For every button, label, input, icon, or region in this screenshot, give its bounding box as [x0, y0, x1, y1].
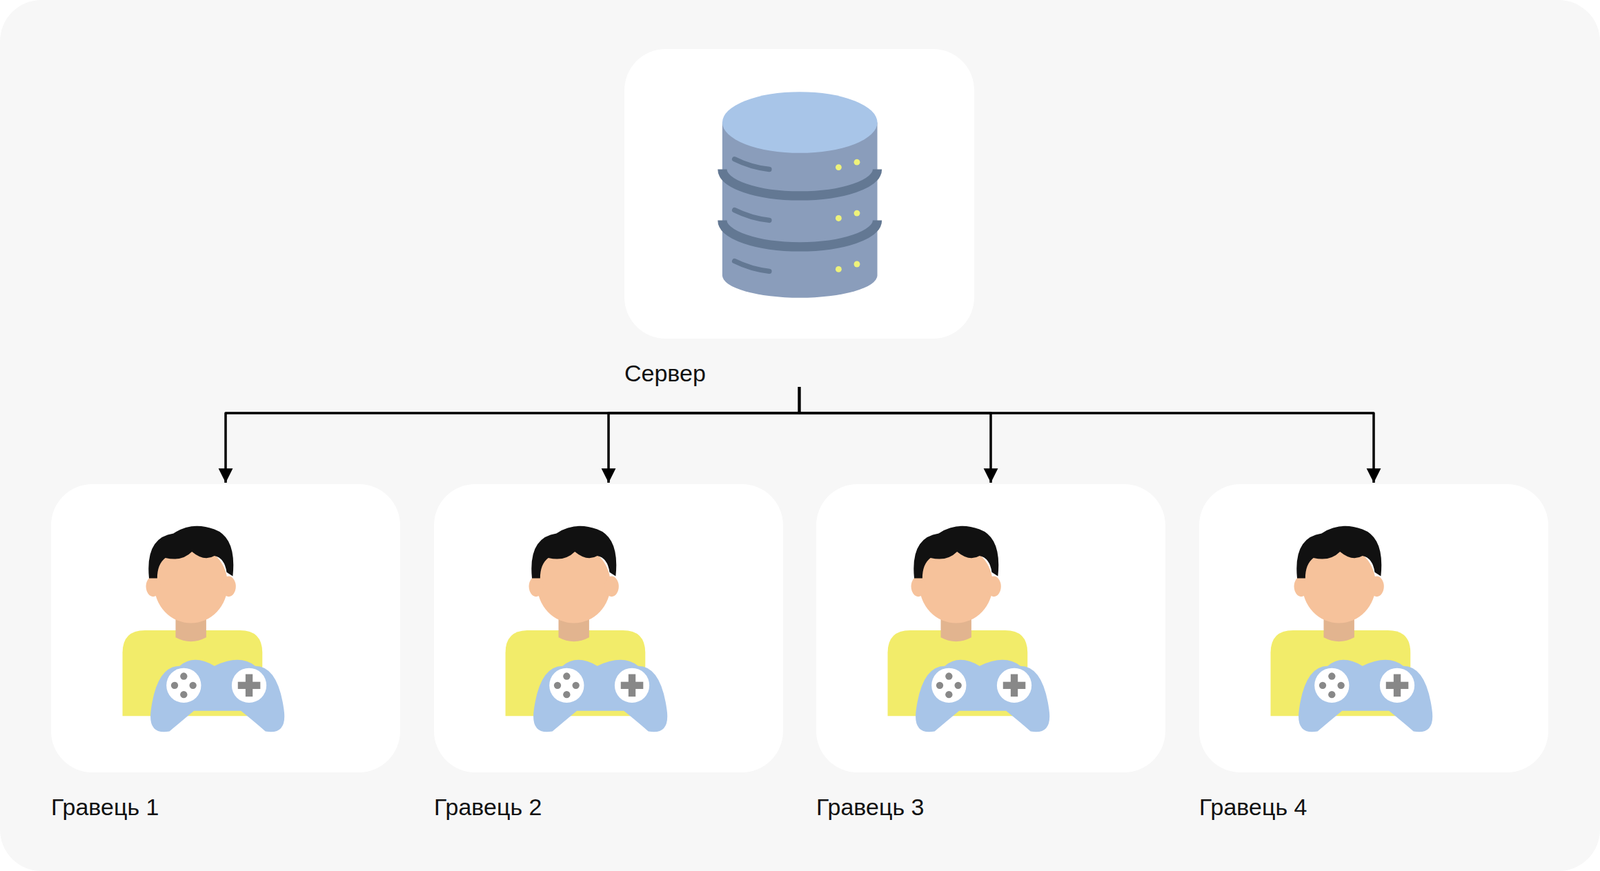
box-ground	[1199, 484, 1549, 773]
player-icon	[51, 484, 401, 773]
connector-arrow	[608, 387, 800, 483]
box-ground	[816, 484, 1166, 773]
server-icon	[624, 48, 975, 339]
player-box: Гравець 3	[816, 484, 1166, 822]
node-label: Сервер	[624, 359, 975, 388]
box-ground	[51, 484, 401, 773]
player-box: Гравець 1	[51, 484, 401, 822]
box-ground	[433, 484, 784, 773]
connector-arrow	[225, 387, 800, 483]
node-label: Гравець 2	[433, 793, 784, 822]
box-ground	[624, 48, 975, 339]
player-icon	[816, 484, 1166, 773]
player-box: Гравець 4	[1199, 484, 1549, 822]
connector-arrow	[799, 387, 992, 483]
connector-arrow	[799, 387, 1375, 483]
player-icon	[433, 484, 784, 773]
node-label: Гравець 1	[51, 793, 401, 822]
server-box: Сервер	[624, 48, 975, 388]
player-icon	[1199, 484, 1549, 773]
node-label: Гравець 3	[816, 793, 1166, 822]
node-label: Гравець 4	[1199, 793, 1549, 822]
player-box: Гравець 2	[433, 484, 784, 822]
